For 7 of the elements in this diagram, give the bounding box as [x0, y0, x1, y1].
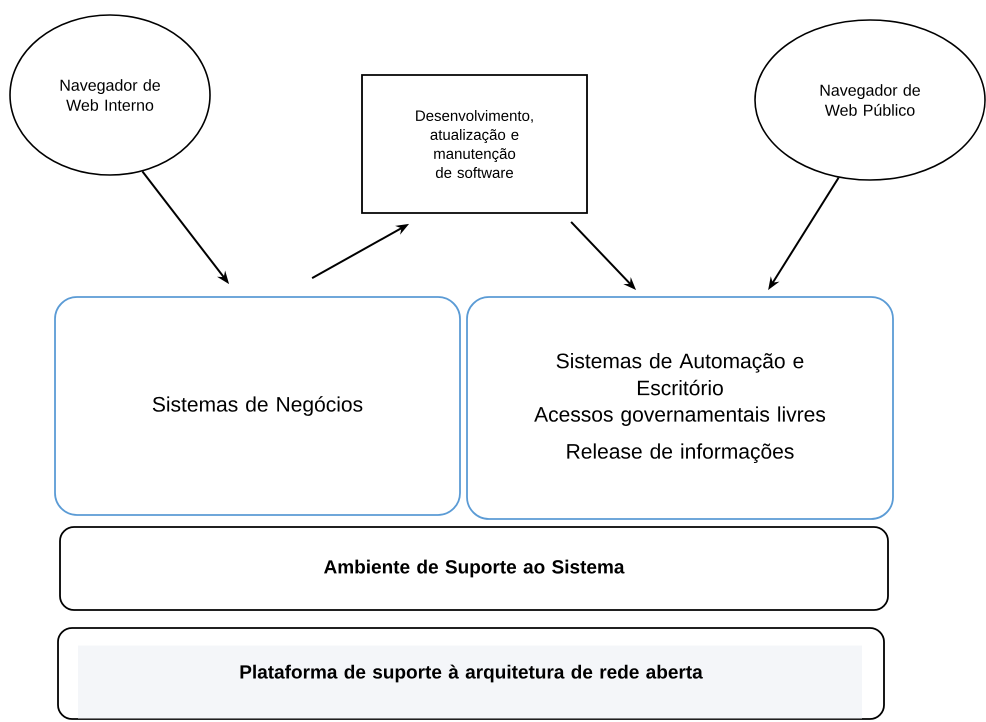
system-box: Sistemas de Negócios — [54, 296, 461, 516]
layer-band: Ambiente de Suporte ao Sistema — [59, 526, 889, 611]
system-box: Sistemas de Automação e Escritório Acessos governamentais livres Release de informações — [466, 296, 894, 520]
ellipse-node: Navegador de Web Público — [754, 19, 986, 181]
ellipse-node: Navegador de Web Interno — [9, 14, 211, 176]
process-box: Desenvolvimento, atualização e manutenção de software — [361, 74, 588, 214]
layer-band: Plataforma de suporte à arquitetura de rede aberta — [57, 627, 885, 720]
